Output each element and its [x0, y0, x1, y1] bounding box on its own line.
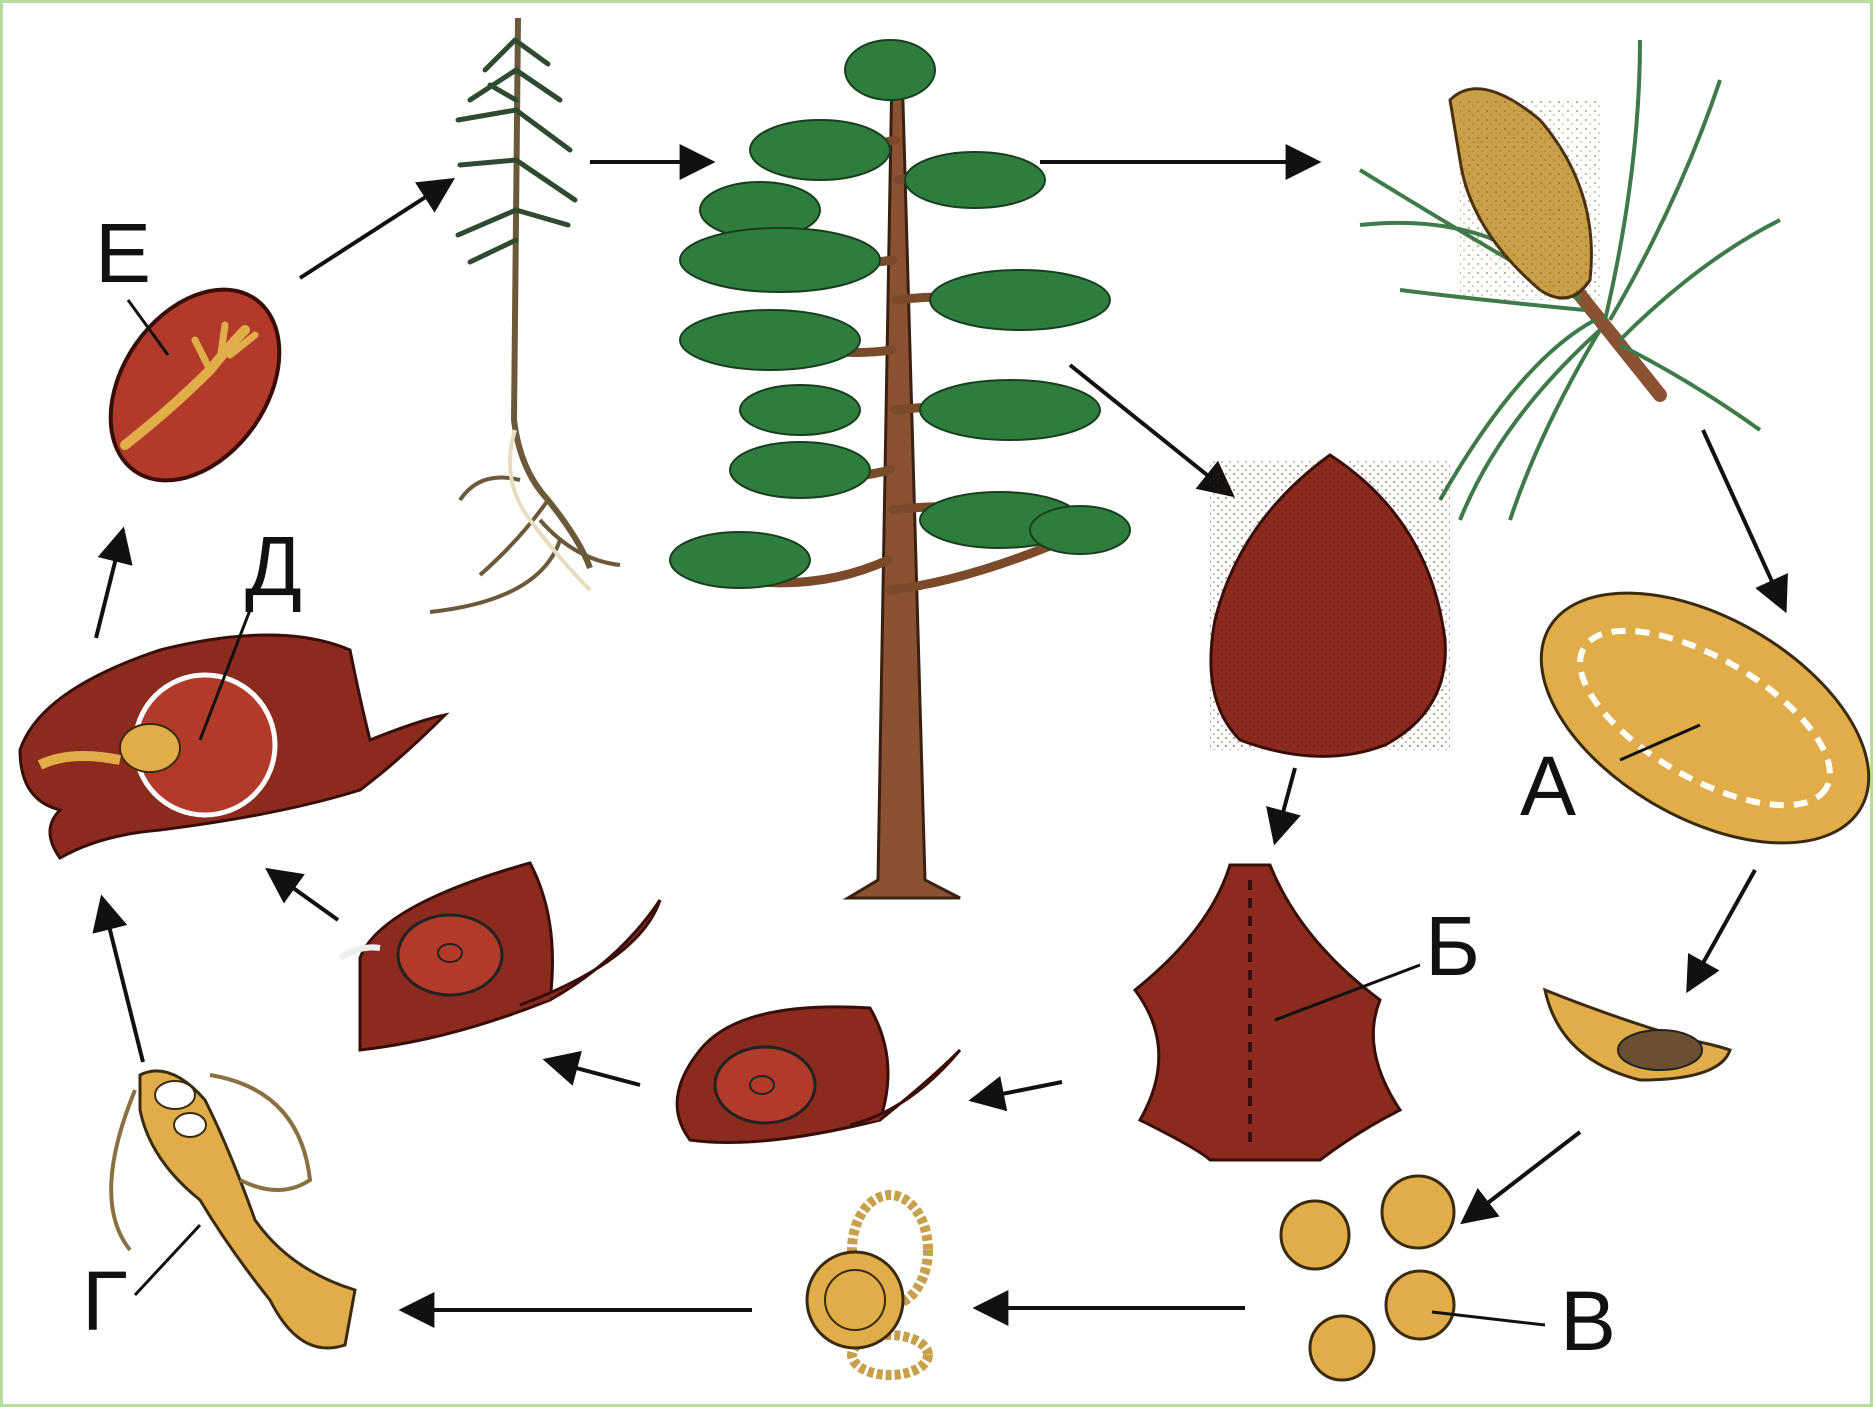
arrow-seed-to-seedling — [300, 180, 452, 278]
anther-section-a — [1499, 541, 1873, 894]
cone-section-b — [1135, 865, 1420, 1160]
female-cone-icon — [1210, 455, 1450, 756]
label-g: Г — [82, 1254, 128, 1348]
pine-seedling-icon — [430, 18, 620, 612]
arrow-branch-to-anther — [1703, 430, 1785, 610]
arrow-fertilized-to-seed — [96, 530, 123, 638]
pollen-grain — [807, 1195, 928, 1375]
male-cone-branch-icon — [1360, 40, 1780, 520]
microsporangium — [1545, 990, 1730, 1080]
arrow-anther-to-sporangium — [1688, 870, 1755, 990]
label-v: В — [1560, 1274, 1616, 1368]
ovule-scale-1 — [677, 1007, 960, 1143]
arrow-ovule2-to-fertilized — [268, 870, 338, 920]
female-gametophyte — [111, 1071, 355, 1348]
label-e: Е — [95, 206, 151, 300]
arrow-ovule1-to-ovule2 — [546, 1060, 640, 1085]
label-b: Б — [1425, 899, 1480, 993]
arrow-gametophyte-to-fertilized — [102, 898, 143, 1062]
pine-tree-icon — [670, 40, 1130, 898]
arrow-sporangium-to-spores — [1463, 1132, 1580, 1222]
arrow-tree-to-female-cone — [1070, 365, 1232, 495]
label-a: А — [1520, 739, 1576, 833]
fertilized-ovule-d — [20, 610, 445, 858]
arrow-section-to-ovule1 — [972, 1082, 1062, 1100]
ovule-scale-2 — [340, 863, 660, 1050]
arrow-cone-to-ovule-section — [1275, 768, 1295, 842]
label-d: Д — [245, 519, 302, 613]
microspores — [1281, 1176, 1454, 1380]
